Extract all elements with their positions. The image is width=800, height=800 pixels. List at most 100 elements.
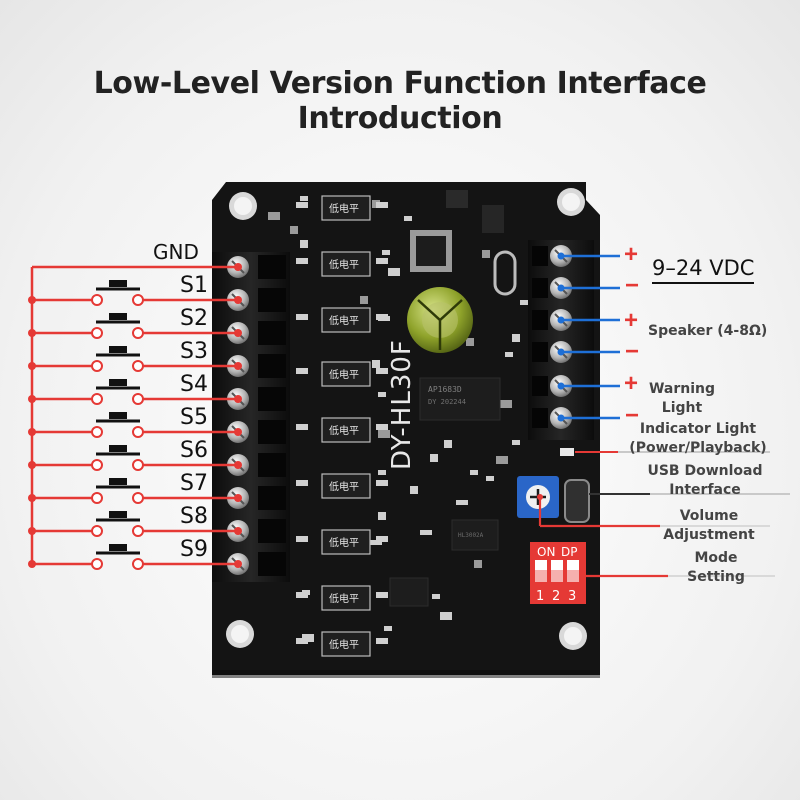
flash-chip: HL3002A <box>451 519 499 551</box>
optocoupler: 低电平 <box>296 307 388 333</box>
smd-part <box>372 360 380 368</box>
optocoupler: 低电平 <box>296 585 388 611</box>
smd-part <box>360 296 368 304</box>
push-button-switch <box>96 346 140 357</box>
smd-part <box>370 540 382 545</box>
electrolytic-capacitor <box>407 287 473 353</box>
pcb-board <box>212 182 600 675</box>
smd-part <box>496 456 508 464</box>
optocoupler: 低电平 <box>296 417 388 443</box>
board-shadow <box>212 670 600 678</box>
volume-line1: Volume <box>679 508 739 524</box>
svg-text:1: 1 <box>536 589 544 604</box>
board-model-text: DY-HL30F <box>387 339 417 470</box>
smd-part <box>456 500 468 505</box>
smd-part <box>482 250 490 258</box>
usb-line1: USB Download <box>647 463 763 479</box>
mode-line1: Mode <box>694 550 738 566</box>
push-button-switch <box>96 379 140 390</box>
optocoupler-text: 低电平 <box>329 592 359 605</box>
smd-part <box>420 530 432 535</box>
mounting-holes <box>226 188 587 650</box>
right-terminals <box>532 245 572 429</box>
speaker-label: Speaker (4-8Ω) <box>648 323 768 339</box>
page-title: Low-Level Version Function Interface Int… <box>93 66 707 136</box>
optocoupler-text: 低电平 <box>329 258 359 271</box>
smd-part <box>444 440 452 448</box>
smd-part <box>404 216 412 221</box>
volume-label: Volume Adjustment <box>650 507 768 545</box>
gnd-label: GND <box>153 240 199 264</box>
optocoupler-text: 低电平 <box>329 368 359 381</box>
push-button-switch <box>96 280 140 291</box>
warning-light-line2: Light <box>661 400 703 416</box>
push-button-switch <box>96 313 140 324</box>
smd-part <box>512 334 520 342</box>
smd-part <box>440 612 452 620</box>
crystal-oscillator <box>493 250 517 296</box>
svg-text:3: 3 <box>568 589 576 604</box>
smd-part <box>430 454 438 462</box>
svg-text:ON: ON <box>537 545 555 559</box>
switch-label: S7 <box>180 471 208 496</box>
optocoupler-text: 低电平 <box>329 202 359 215</box>
mode-label: Mode Setting <box>670 549 762 587</box>
optocoupler: 低电平 <box>296 529 388 555</box>
optocoupler: 低电平 <box>296 251 388 277</box>
push-button-switch <box>96 544 140 555</box>
warning-light-line1: Warning <box>648 381 716 397</box>
switch-label: S4 <box>180 372 208 397</box>
smd-part <box>300 240 308 248</box>
voltage-regulator <box>410 190 504 272</box>
smd-part <box>378 392 386 397</box>
push-button-switch <box>96 445 140 456</box>
optocoupler-text: 低电平 <box>329 536 359 549</box>
switch-label: S1 <box>180 273 208 298</box>
dip-switch: ON DP 1 2 3 <box>530 542 586 604</box>
usb-label: USB Download Interface <box>638 462 772 500</box>
push-button-switch <box>96 478 140 489</box>
switch-label: S6 <box>180 438 208 463</box>
svg-text:2: 2 <box>552 589 560 604</box>
indicator-led <box>560 448 574 456</box>
smd-part <box>378 470 386 475</box>
indicator-light-line1: Indicator Light <box>639 421 757 437</box>
mode-line2: Setting <box>687 569 745 585</box>
smd-part <box>382 250 390 255</box>
smd-part <box>300 196 308 201</box>
warning-plus-sign: + <box>624 370 639 397</box>
smd-part <box>378 512 386 520</box>
power-minus-sign: − <box>625 272 640 299</box>
left-terminals <box>227 255 286 576</box>
optocoupler: 低电平 <box>296 631 388 657</box>
switch-label: S8 <box>180 504 208 529</box>
right-terminal-block <box>528 240 594 440</box>
switch-label: S2 <box>180 306 208 331</box>
smd-part <box>474 560 482 568</box>
smd-part <box>432 594 440 599</box>
smd-part <box>290 226 298 234</box>
output-wiring <box>537 252 790 578</box>
speaker-minus-sign: − <box>625 338 640 365</box>
switch-wiring <box>28 263 242 570</box>
smd-part <box>470 470 478 475</box>
smd-part <box>388 268 400 276</box>
indicator-light-line2: (Power/Playback) <box>629 440 767 456</box>
warning-light-label: Warning Light <box>640 380 724 418</box>
push-button-switch <box>96 511 140 522</box>
power-plus-sign: + <box>624 241 639 268</box>
volume-line2: Adjustment <box>663 527 755 543</box>
smd-part <box>512 440 520 445</box>
smd-part <box>486 476 494 481</box>
usb-line2: Interface <box>669 482 741 498</box>
smd-part <box>384 626 392 631</box>
smd-part <box>505 352 513 357</box>
speaker-plus-sign: + <box>624 307 639 334</box>
optocoupler: 低电平 <box>296 361 388 387</box>
optocoupler: 低电平 <box>296 473 388 499</box>
small-ic <box>389 577 429 607</box>
switch-label: S5 <box>180 405 208 430</box>
audio-chip: AP1683D DY 202244 <box>419 377 501 421</box>
